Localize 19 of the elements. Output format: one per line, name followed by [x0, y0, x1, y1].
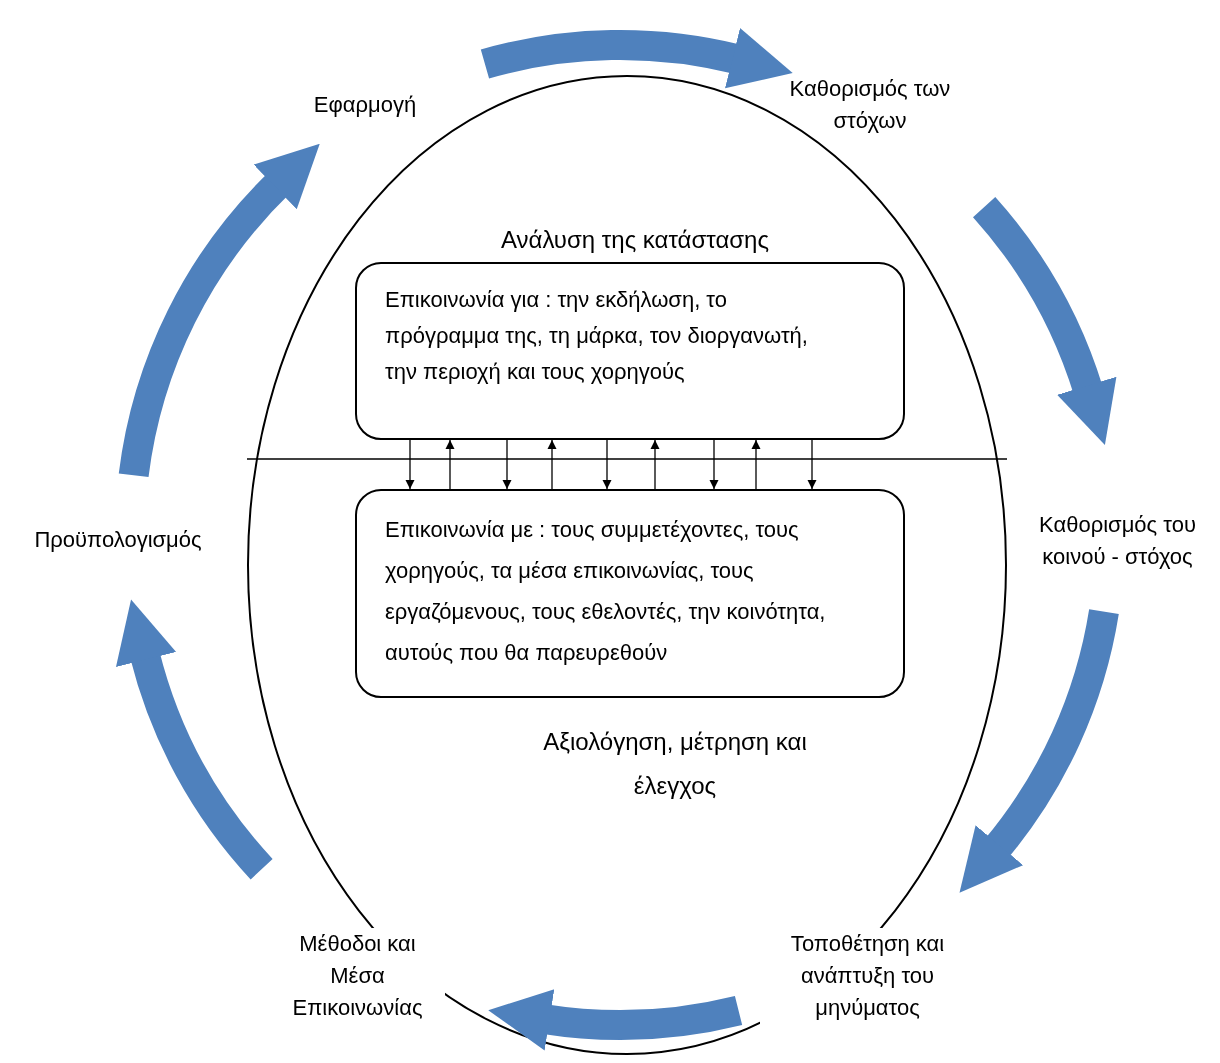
- rounded-text-box: Επικοινωνία με : τους συμμετέχοντες, τους χορηγούς, τα μέσα επικοινωνίας, τους εργαζόμενους, τους εθελοντές, την κοινότητα, αυτούς που θα παρευρεθούν: [355, 489, 905, 698]
- section-heading: Ανάλυση της κατάστασης: [499, 225, 770, 255]
- arrow: [807, 439, 817, 490]
- section-heading: Αξιολόγηση, μέτρηση και έλεγχος: [542, 727, 808, 801]
- cycle-arrow: [481, 27, 794, 89]
- arrow: [650, 439, 660, 490]
- cycle-arrow: [961, 608, 1119, 895]
- arrow: [602, 439, 612, 490]
- arrow: [445, 439, 455, 490]
- arrow: [547, 439, 557, 490]
- rounded-text-box: Επικοινωνία για : την εκδήλωση, το πρόγραμμα της, τη μάρκα, τον διοργανωτή, την περιοχή και τους χορηγούς: [355, 262, 905, 440]
- cycle-arrow: [487, 988, 742, 1051]
- cycle-arrow: [118, 141, 318, 478]
- arrow: [709, 439, 719, 490]
- cycle-arrow: [972, 197, 1116, 445]
- cycle-arrow: [116, 600, 274, 879]
- arrow: [405, 439, 415, 490]
- arrow: [751, 439, 761, 490]
- arrow: [502, 439, 512, 490]
